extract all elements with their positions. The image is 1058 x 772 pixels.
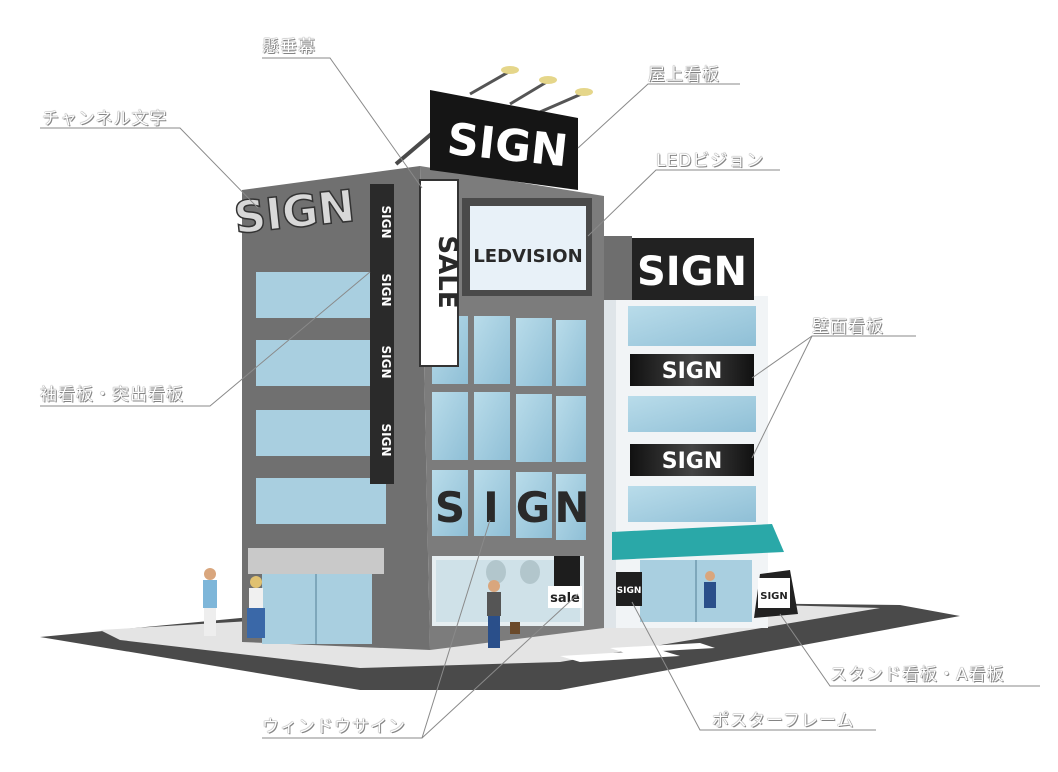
- window-sale-label: sale: [550, 591, 580, 606]
- callout-lines: [40, 57, 1040, 739]
- wall-sign-1: SIGN: [630, 354, 754, 386]
- poster-frame-text: SIGN: [617, 586, 642, 596]
- window-letter-i: I: [483, 483, 499, 532]
- callout-banner-pole: 懸垂幕: [262, 37, 316, 57]
- callout-led-vision: LEDビジョン: [656, 151, 765, 171]
- vertical-sign-1: SIGN: [379, 206, 393, 239]
- vertical-sign-2: SIGN: [379, 274, 393, 307]
- shop-window: sale: [432, 556, 584, 626]
- drop-banner: SALE: [419, 179, 462, 367]
- vertical-sign-3: SIGN: [379, 346, 393, 379]
- banner-text: SALE: [432, 235, 462, 308]
- led-vision: LEDVISION: [462, 198, 592, 296]
- right-building-sign: SIGN: [637, 249, 747, 295]
- poster-frame: SIGN: [616, 572, 642, 606]
- callout-wall-sign: 壁面看板: [812, 317, 884, 337]
- vertical-sign-4: SIGN: [379, 424, 393, 457]
- callout-projecting-sign: 袖看板・突出看板: [40, 385, 184, 405]
- callout-poster-frame: ポスターフレーム: [712, 711, 855, 731]
- wall-sign-1-text: SIGN: [662, 359, 723, 384]
- window-letter-g: G: [516, 483, 550, 532]
- led-vision-text: LEDVISION: [473, 246, 582, 267]
- window-letter-s: S: [435, 483, 465, 532]
- rooftop-sign-text: SIGN: [445, 114, 571, 177]
- projecting-sign: SIGN SIGN SIGN SIGN: [370, 184, 394, 484]
- callout-window-sign: ウィンドウサイン: [262, 717, 406, 737]
- people: [203, 568, 716, 648]
- callout-rooftop-sign: 屋上看板: [648, 65, 720, 85]
- window-letters: S I G N: [435, 483, 590, 532]
- a-board-text: SIGN: [760, 591, 788, 602]
- curtain-wall: [432, 316, 586, 540]
- wall-sign-2: SIGN: [630, 444, 754, 476]
- wall-sign-2-text: SIGN: [662, 449, 723, 474]
- callout-channel-letters: チャンネル文字: [42, 109, 168, 129]
- rooftop-sign: SIGN: [394, 66, 593, 190]
- a-board-sign: SIGN: [754, 570, 798, 618]
- window-letter-n: N: [554, 483, 589, 532]
- callout-stand-sign: スタンド看板・A看板: [830, 665, 1005, 685]
